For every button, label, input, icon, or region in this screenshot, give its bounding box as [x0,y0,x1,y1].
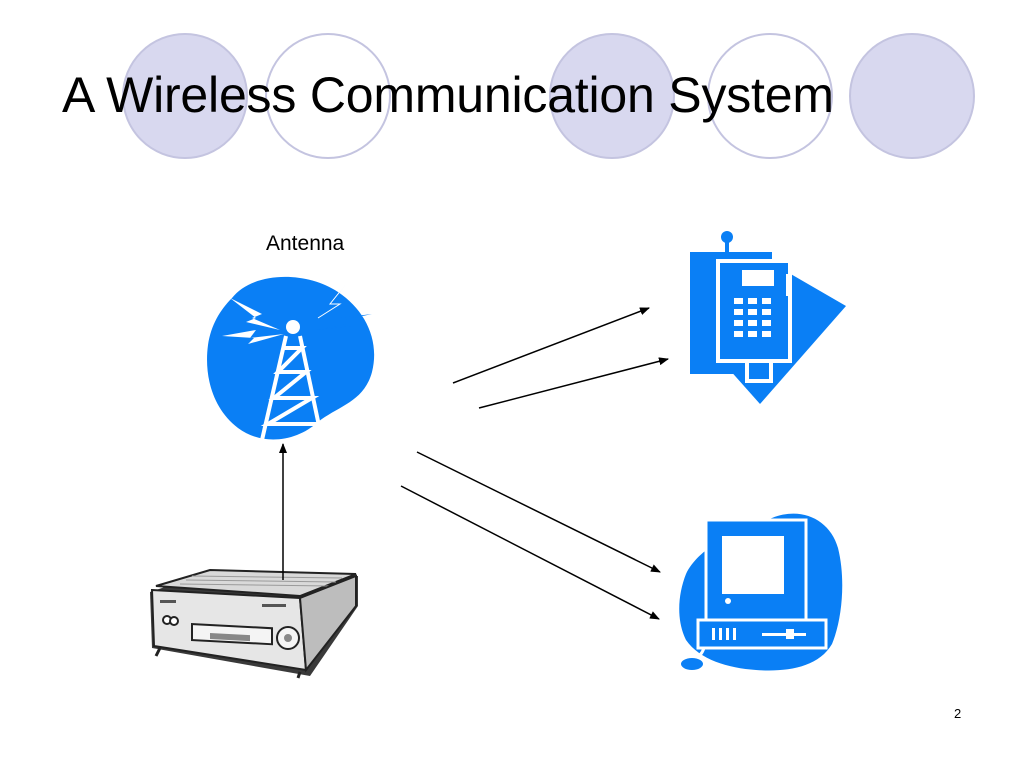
decor-circle [549,33,675,159]
page-number: 2 [954,706,962,721]
decor-circle [122,33,248,159]
decor-circle [849,33,975,159]
title-decor-circles [122,33,975,159]
mobile-phone-icon [690,231,846,404]
decor-circle [707,33,833,159]
slide-title: A Wireless Communication System [62,67,834,123]
desktop-computer-icon [679,513,843,672]
arrow-antenna-to-computer [400,485,660,620]
decor-circle [265,33,391,159]
arrow-antenna-to-phone [478,357,669,409]
antenna-label: Antenna [266,232,345,255]
arrow-antenna-to-phone [452,307,650,384]
arrow-antenna-to-computer [416,451,661,573]
vcr-device-icon [150,568,358,679]
signal-arrows [279,307,669,620]
radio-tower-icon [207,276,375,441]
